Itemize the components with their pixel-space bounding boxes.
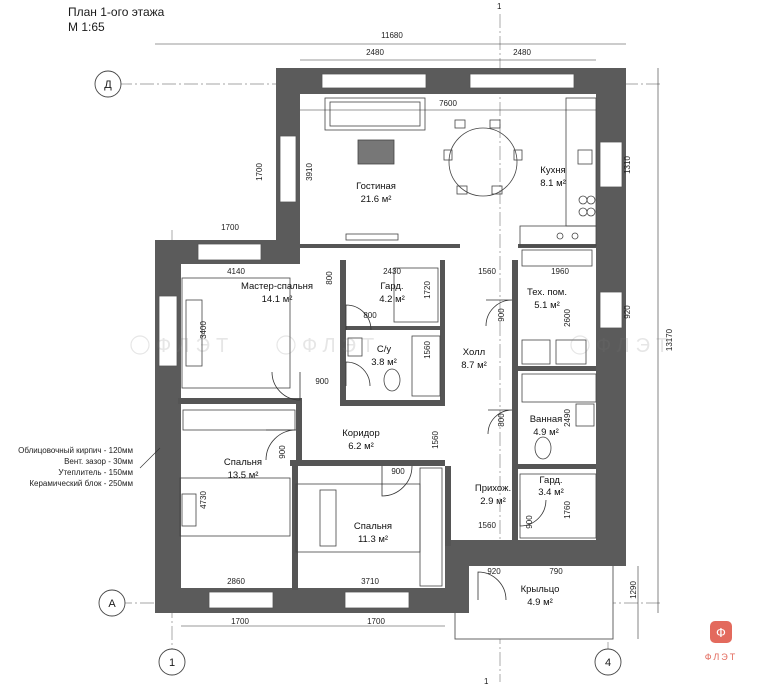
axis-bubble-a: [98, 589, 126, 617]
dim-bathroom-depth: 2490: [563, 409, 572, 427]
axis-label-a: А: [108, 598, 116, 610]
dim-bedroom2-door: 900: [391, 467, 405, 476]
room-master-area: 14.1 м²: [262, 294, 293, 305]
room-tech-area: 5.1 м²: [534, 300, 560, 311]
room-wardrobe2-name: Гард.: [539, 475, 562, 486]
room-corridor-area: 6.2 м²: [348, 441, 374, 452]
svg-text:ФЛЭТ: ФЛЭТ: [156, 335, 234, 357]
dimension-labels: 11680 2480 2480 7600 1700 3910 1310 1700…: [199, 31, 674, 626]
room-kitchen-area: 8.1 м²: [540, 178, 566, 189]
plan-title: План 1-ого этажа: [68, 5, 165, 19]
legend-line-3: Утеплитель - 150мм: [58, 468, 133, 477]
dim-entry-width: 1560: [478, 521, 496, 530]
logo-text: ФЛЭТ: [705, 652, 737, 662]
dim-wardrobe-width: 2430: [383, 267, 401, 276]
plan-scale: М 1:65: [68, 20, 105, 34]
dim-bathroom-door: 800: [497, 413, 506, 427]
dim-overall-depth: 13170: [665, 328, 674, 351]
dim-porch-left: 920: [487, 567, 501, 576]
svg-text:ФЛЭТ: ФЛЭТ: [596, 335, 674, 357]
dim-top-right: 2480: [513, 48, 531, 57]
legend-line-2: Вент. зазор - 30мм: [64, 457, 133, 466]
dim-master-depth: 3400: [199, 321, 208, 339]
dim-kitchen-window: 1310: [623, 156, 632, 174]
section-label-top: 1: [497, 2, 502, 11]
dim-master-width: 4140: [227, 267, 245, 276]
axis-label-1: 1: [169, 657, 175, 669]
room-bedroom1-area: 13.5 м²: [228, 470, 259, 481]
door-swings: [265, 299, 547, 601]
room-corridor-name: Коридор: [342, 428, 380, 439]
wall-legend: Облицовочный кирпич - 120мм Вент. зазор …: [18, 446, 161, 488]
room-entry-name: Прихож.: [475, 483, 511, 494]
room-bedroom2-area: 11.3 м²: [358, 534, 388, 545]
room-hall-area: 8.7 м²: [461, 360, 487, 371]
dim-entry-door: 900: [525, 515, 534, 529]
dim-bottom-window-left: 1700: [231, 617, 249, 626]
dim-wardrobe-depth: 1720: [423, 281, 432, 299]
room-hall-name: Холл: [463, 347, 485, 358]
section-label-bottom: 1: [484, 677, 489, 686]
dim-porch-depth: 1290: [629, 581, 638, 599]
dim-hall-width: 1560: [478, 267, 496, 276]
dim-bedroom1-width: 2860: [227, 577, 245, 586]
dim-bedroom2-width: 3710: [361, 577, 379, 586]
dim-living-left-window: 1700: [255, 163, 264, 181]
dim-bedroom1-depth: 4730: [199, 491, 208, 509]
dim-wardrobe2-depth: 1760: [563, 501, 572, 519]
dim-living-depth: 3910: [305, 163, 314, 181]
furniture: [179, 97, 597, 587]
room-entry-area: 2.9 м²: [480, 496, 506, 507]
room-bathroom-name: Ванная: [530, 414, 563, 425]
room-wardrobe2-area: 3.4 м²: [538, 487, 564, 498]
dim-living-width: 7600: [439, 99, 457, 108]
logo: Ф ФЛЭТ: [705, 621, 737, 662]
dim-corridor-door: 900: [278, 445, 287, 459]
dim-overall-width: 11680: [381, 31, 403, 40]
dim-left-window-top: 1700: [221, 223, 239, 232]
axis-label-4: 4: [605, 657, 611, 669]
dim-bath-door: 800: [363, 311, 377, 320]
room-tech-name: Тех. пом.: [527, 287, 567, 298]
axis-bubble-4: [594, 648, 622, 676]
logo-icon: [710, 621, 732, 643]
room-porch-name: Крыльцо: [521, 584, 560, 595]
dim-master-door2: 900: [315, 377, 329, 386]
room-bathroom-area: 4.9 м²: [533, 427, 559, 438]
axis-bubble-1: [158, 648, 186, 676]
axis-label-d: Д: [104, 79, 112, 91]
dim-tech-depth: 2600: [563, 309, 572, 327]
room-porch-area: 4.9 м²: [527, 597, 553, 608]
room-bedroom1-name: Спальня: [224, 457, 262, 468]
watermark: ФЛЭТ ФЛЭТ ФЛЭТ: [130, 335, 674, 357]
dim-bottom-window-right: 1700: [367, 617, 385, 626]
legend-line-4: Керамический блок - 250мм: [29, 479, 133, 488]
dim-master-door: 800: [325, 271, 334, 285]
windows: [158, 73, 623, 609]
dim-corridor-width: 1560: [431, 431, 440, 449]
svg-text:Ф: Ф: [716, 625, 726, 640]
legend-line-1: Облицовочный кирпич - 120мм: [18, 446, 133, 455]
room-bedroom2-name: Спальня: [354, 521, 392, 532]
room-living-name: Гостиная: [356, 181, 396, 192]
room-living-area: 21.6 м²: [361, 194, 392, 205]
svg-text:ФЛЭТ: ФЛЭТ: [302, 335, 380, 357]
room-kitchen-name: Кухня: [540, 165, 565, 176]
room-master-name: Мастер-спальня: [241, 281, 313, 292]
porch-slab: [454, 562, 614, 640]
room-wardrobe1-name: Гард.: [380, 281, 403, 292]
room-labels: Гостиная 21.6 м² Кухня 8.1 м² Мастер-спа…: [224, 165, 567, 608]
dim-tech-door: 900: [497, 308, 506, 322]
dim-top-left: 2480: [366, 48, 384, 57]
room-bath1-area: 3.8 м²: [371, 357, 397, 368]
dim-porch-right: 790: [549, 567, 563, 576]
dimension-lines: [155, 43, 659, 639]
dim-bath-width: 1560: [423, 341, 432, 359]
room-wardrobe1-area: 4.2 м²: [379, 294, 405, 305]
room-bath1-name: С/у: [377, 344, 392, 355]
dim-tech-width: 1960: [551, 267, 569, 276]
axis-bubble-d: [94, 70, 122, 98]
dim-tech-window: 920: [623, 305, 632, 319]
